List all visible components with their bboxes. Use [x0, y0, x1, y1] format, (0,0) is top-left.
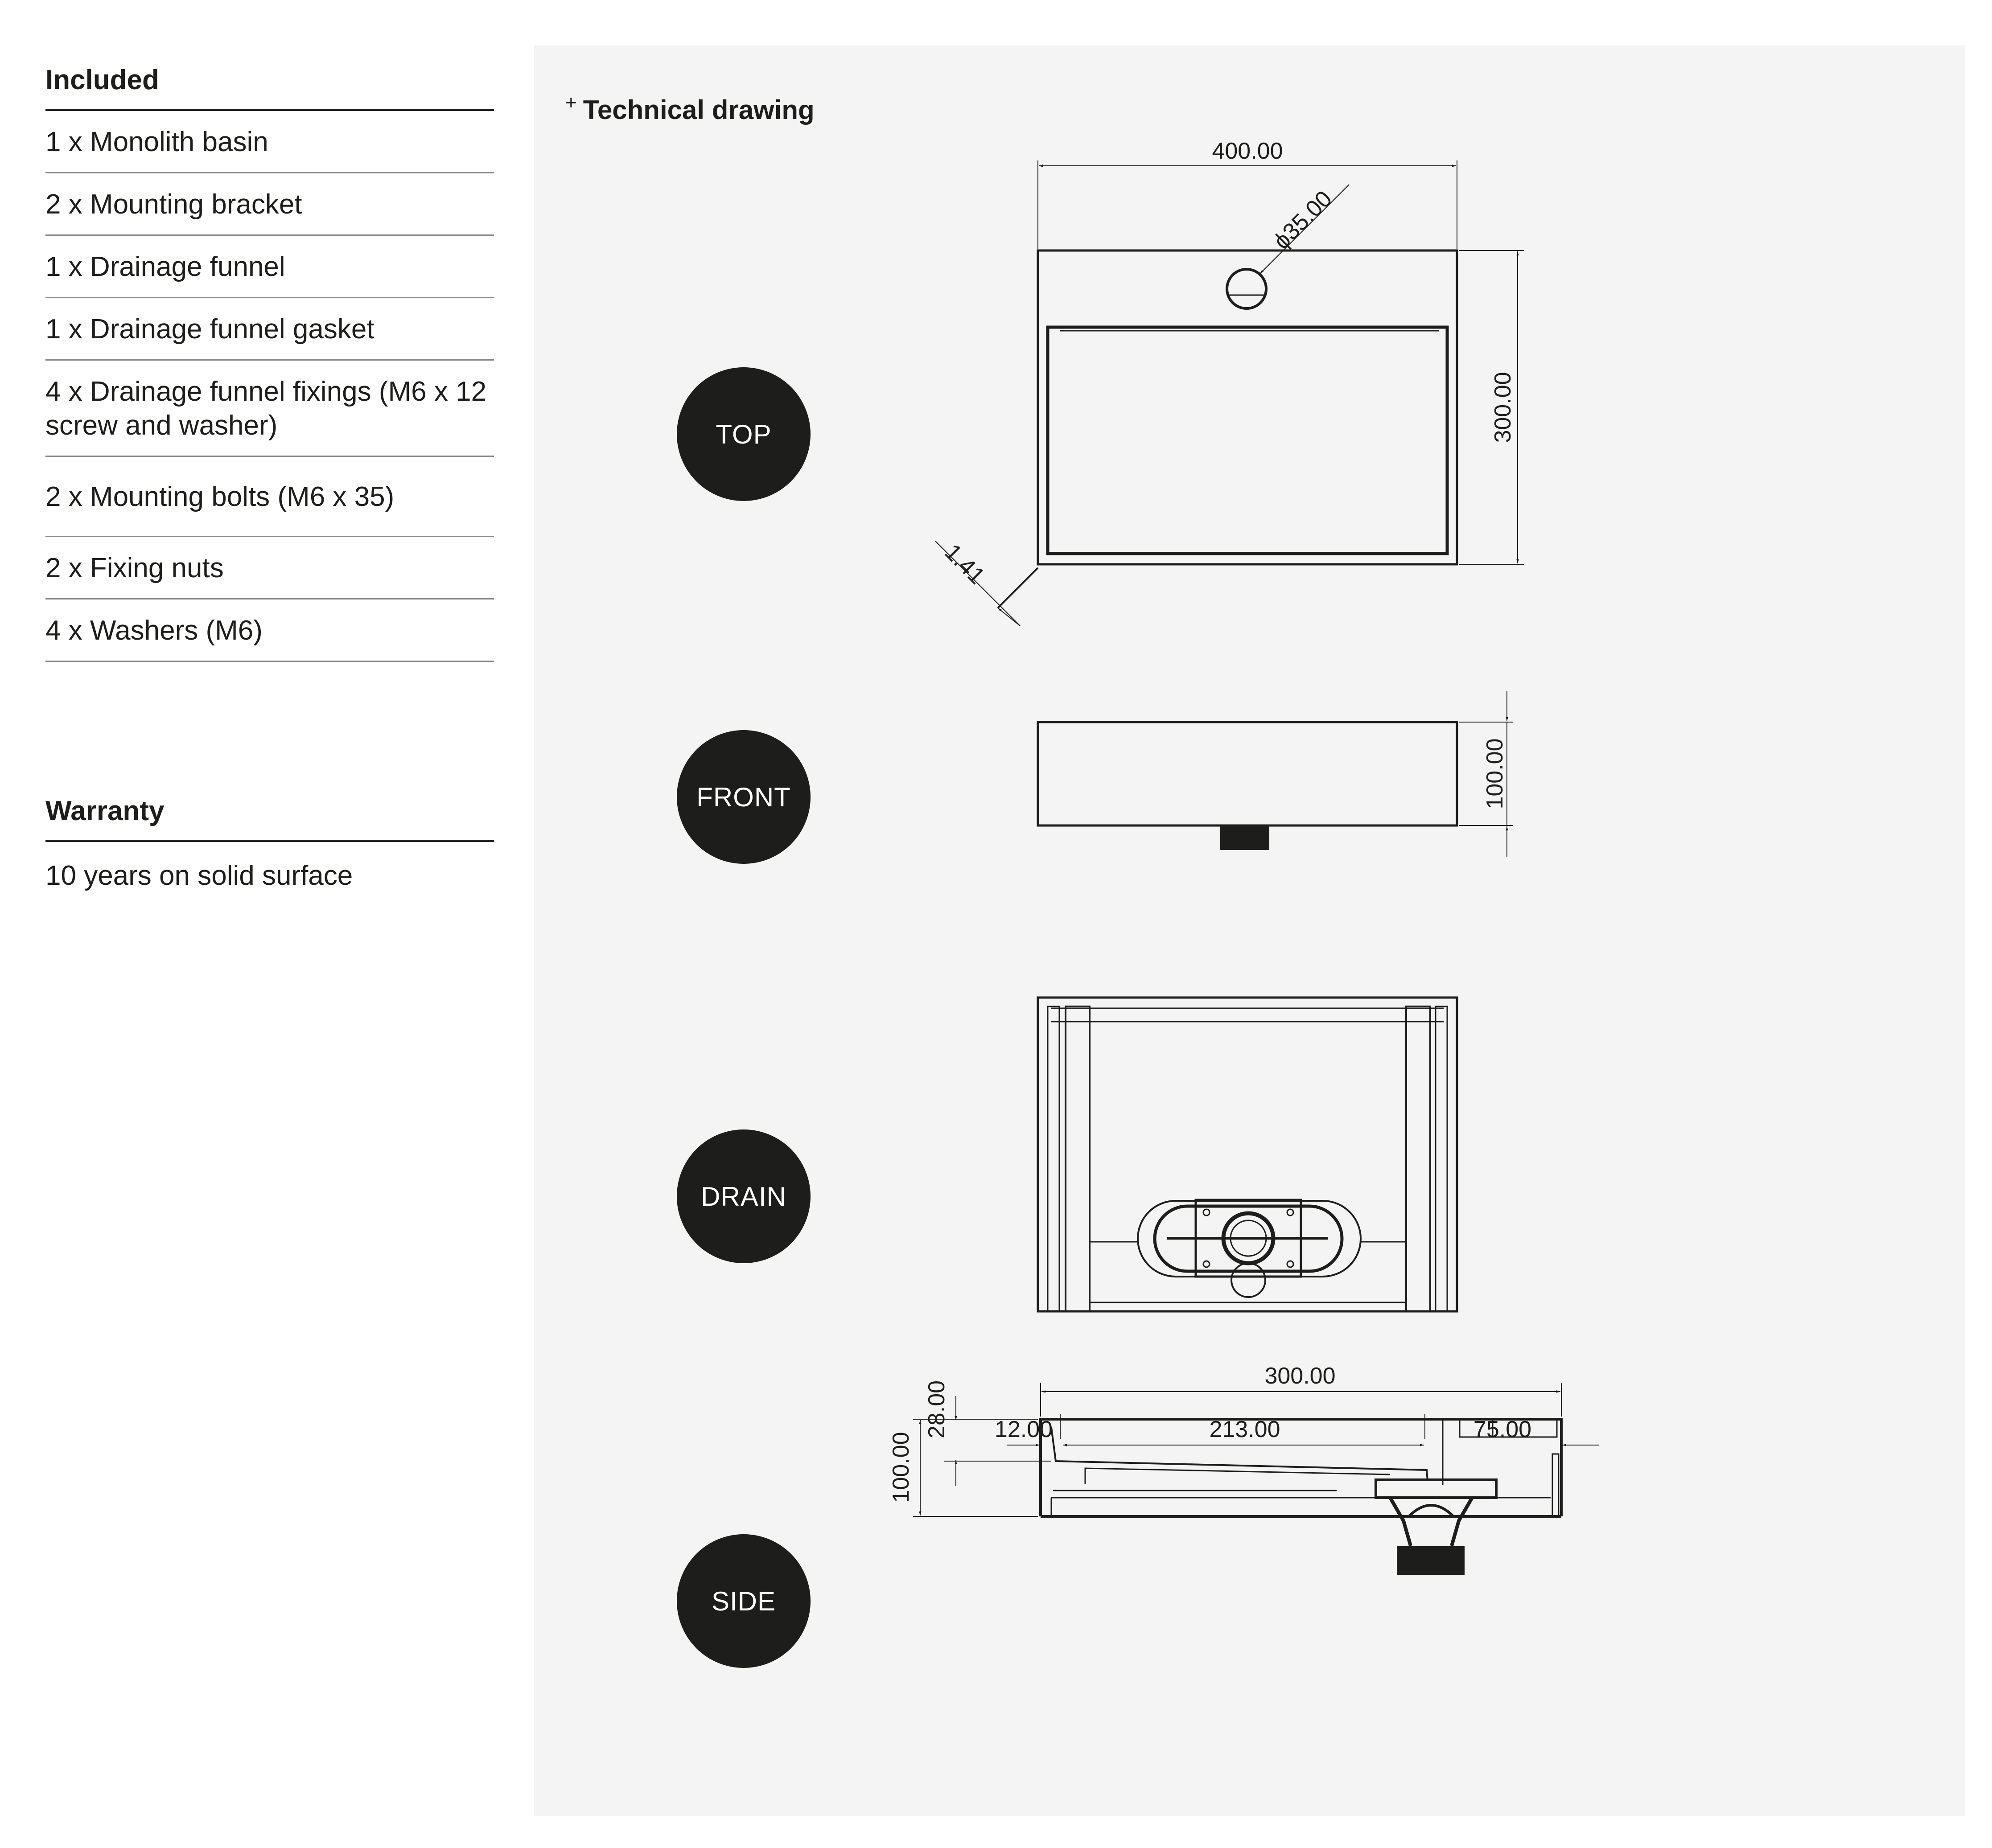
dim-side-top: 28.00 [924, 1380, 950, 1438]
heading-divider [45, 109, 494, 111]
warranty-text: 10 years on solid surface [45, 860, 353, 891]
dim-hole: ϕ35.00 [1268, 186, 1337, 255]
dim-side-a: 12.00 [995, 1417, 1053, 1442]
dim-top-width: 400.00 [1212, 138, 1283, 164]
included-item: 2 x Mounting bracket [45, 173, 494, 236]
view-badge-side: SIDE [677, 1534, 811, 1668]
technical-drawing-panel: +Technical drawing TOP FRONT DRAIN SIDE … [534, 45, 1965, 1816]
included-heading: Included [45, 65, 159, 95]
included-item: 4 x Drainage funnel fixings (M6 x 12 scr… [45, 361, 494, 457]
dim-top-depth: 300.00 [1490, 372, 1516, 443]
plus-mark: + [565, 92, 577, 114]
drain-view [1037, 996, 1458, 1313]
included-item: 1 x Drainage funnel [45, 236, 494, 298]
view-badge-front: FRONT [677, 730, 811, 864]
included-item: 1 x Drainage funnel gasket [45, 298, 494, 361]
warranty-heading: Warranty [45, 796, 165, 826]
included-item: 4 x Washers (M6) [45, 600, 494, 662]
included-item: 1 x Monolith basin [45, 111, 494, 173]
dim-side-b: 213.00 [1209, 1417, 1280, 1442]
view-badge-top: TOP [677, 367, 811, 501]
dim-side-total: 300.00 [1264, 1363, 1335, 1389]
dim-front-height: 100.00 [1482, 738, 1508, 809]
included-item: 2 x Mounting bolts (M6 x 35) [45, 457, 494, 537]
warranty-section: Warranty 10 years on solid surface [45, 793, 494, 893]
included-section: Included 1 x Monolith basin 2 x Mounting… [45, 62, 494, 662]
heading-divider [45, 840, 494, 842]
dim-side-height: 100.00 [888, 1432, 914, 1503]
side-view: 300.00 12.00 213.00 75.00 28.00 100.00 [888, 1363, 1599, 1575]
front-view: 100.00 [1037, 691, 1513, 857]
included-item: 2 x Fixing nuts [45, 537, 494, 600]
view-badge-drain: DRAIN [677, 1129, 811, 1263]
panel-title: + Technical drawing [565, 92, 815, 125]
panel-title-text: Technical drawing [583, 95, 815, 125]
technical-drawing: 400.00 ϕ35.00 300.00 1.41 100.00 [888, 138, 1599, 1575]
dim-top-lip: 1.41 [940, 539, 990, 589]
dim-side-c: 75.00 [1473, 1417, 1531, 1442]
top-view: 400.00 ϕ35.00 300.00 1.41 [935, 138, 1524, 626]
